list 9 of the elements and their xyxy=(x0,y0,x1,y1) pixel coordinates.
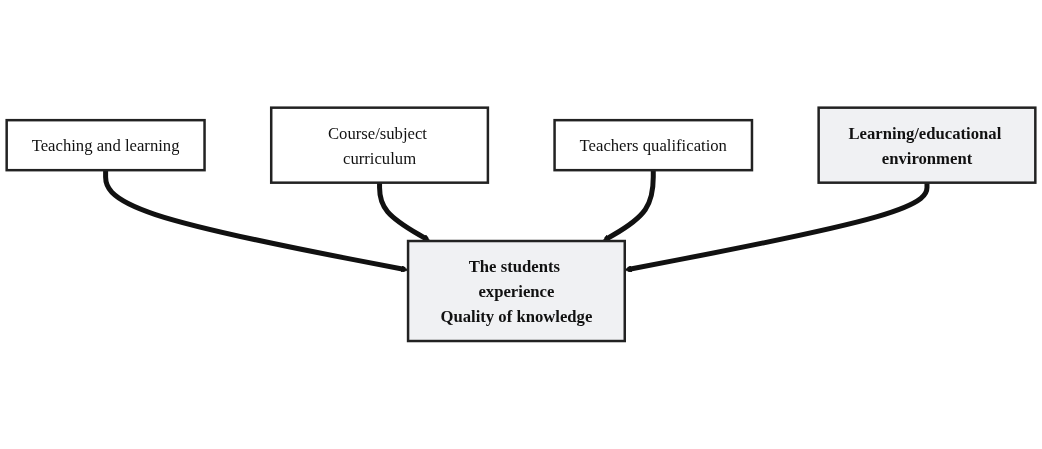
arrow xyxy=(377,182,431,242)
arrow xyxy=(602,170,656,242)
arrow xyxy=(103,170,409,273)
node-box: The students experience Quality of knowledge xyxy=(406,239,626,343)
node-box: Course/subject curriculum xyxy=(269,106,490,185)
node-box: Teachers qualification xyxy=(553,119,754,172)
arrow xyxy=(624,182,930,273)
node-box: Learning/educational environment xyxy=(817,106,1037,185)
node-box: Teaching and learning xyxy=(5,119,206,172)
